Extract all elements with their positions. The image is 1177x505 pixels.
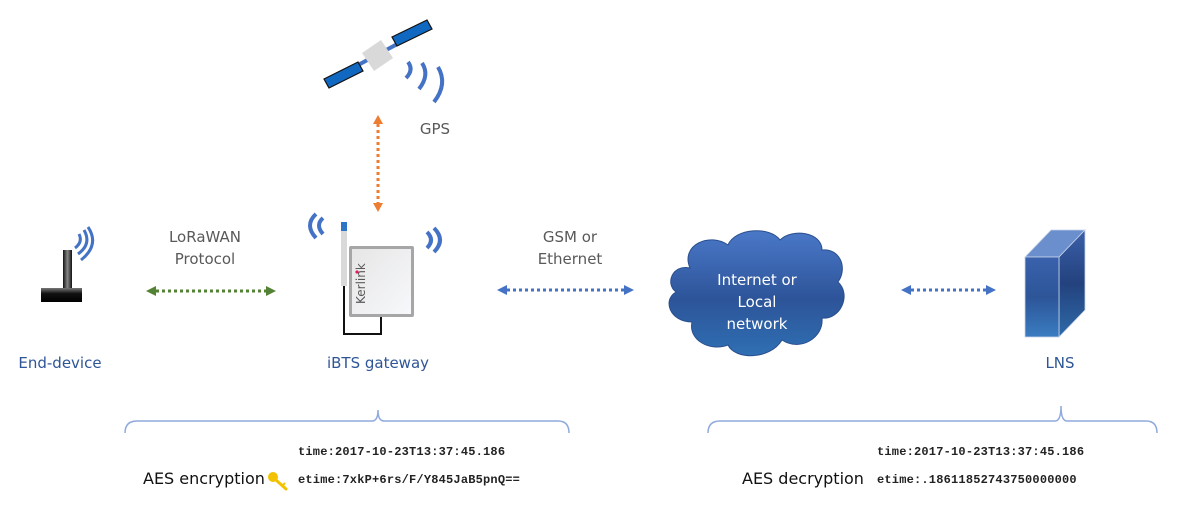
gps-link-arrow [373,115,383,212]
decryption-bracket [707,405,1158,434]
network-label-line3: network [726,315,788,333]
encryption-etime: etime:7xkP+6rs/F/Y845JaB5pnQ== [298,473,521,487]
key-icon [268,472,288,491]
lorawan-link-arrow [146,286,276,296]
end-device-icon [41,226,95,302]
encryption-bracket [124,409,570,434]
server-icon [1024,229,1086,338]
network-label-line1: Internet or [717,271,797,289]
decryption-time: time:2017-10-23T13:37:45.186 [877,445,1085,459]
backhaul-label-line1: GSM or [542,228,598,246]
gps-label: GPS [419,120,451,138]
gateway-label: iBTS gateway [326,354,430,372]
lns-link-arrow [901,285,996,295]
gateway-icon: Kerlink [308,212,442,335]
lorawan-label-line1: LoRaWAN [168,228,242,246]
lorawan-label-line2: Protocol [174,250,236,268]
backhaul-label-line2: Ethernet [537,250,603,268]
end-device-label: End-device [18,354,102,372]
network-label-line2: Local [737,293,777,311]
encryption-time: time:2017-10-23T13:37:45.186 [298,445,506,459]
lns-label: LNS [1045,354,1075,372]
backhaul-label: GSM or Ethernet [515,226,625,270]
decryption-etime: etime:.18611852743750000000 [877,473,1077,487]
lorawan-label: LoRaWAN Protocol [150,226,260,270]
cloud-icon [668,230,845,357]
backhaul-link-arrow [497,285,634,295]
gateway-brand: Kerlink [354,263,368,304]
satellite-icon [323,19,445,104]
decryption-title: AES decryption [742,469,864,488]
encryption-title: AES encryption [143,469,265,488]
network-label: Internet or Local network [692,269,822,335]
